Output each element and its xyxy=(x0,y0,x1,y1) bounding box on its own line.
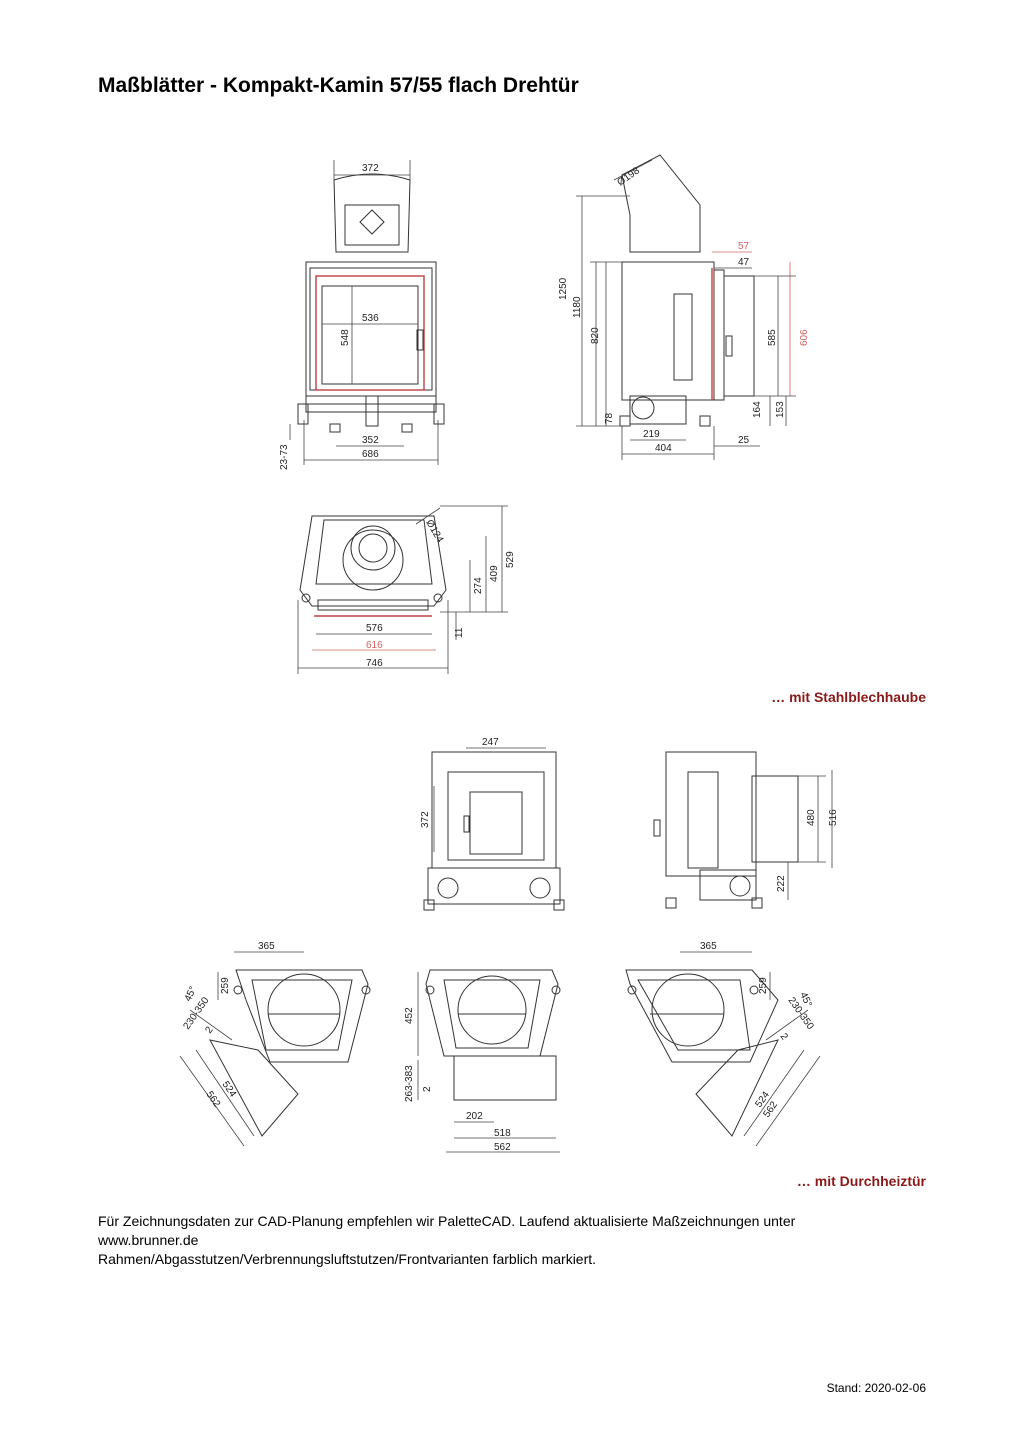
dim-pm-562: 562 xyxy=(494,1142,511,1153)
dim-pm-518: 518 xyxy=(494,1128,511,1139)
dim-front-536: 536 xyxy=(362,313,379,324)
dim-pm-452: 452 xyxy=(404,1007,415,1024)
dim-pr-365: 365 xyxy=(700,941,717,952)
page-title: Maßblätter - Kompakt-Kamin 57/55 flach D… xyxy=(98,74,579,97)
dim-front-23-73: 23-73 xyxy=(279,444,290,470)
dim-side-1180: 1180 xyxy=(572,296,583,318)
dim-side-57: 57 xyxy=(738,241,750,252)
dim-side-47: 47 xyxy=(738,257,750,268)
dim-front-372: 372 xyxy=(362,163,379,174)
caption-steel-hood: … mit Stahlblechhaube xyxy=(771,689,926,705)
dim-top-409: 409 xyxy=(489,565,500,582)
dim-front-686: 686 xyxy=(362,449,379,460)
dim-pr-2: 2 xyxy=(778,1031,790,1042)
top-view-drawing: Ø124 529 409 274 11 576 616 746 xyxy=(297,505,516,674)
dim-td-side-480: 480 xyxy=(806,809,817,826)
dim-top-11: 11 xyxy=(454,627,465,638)
dim-top-616: 616 xyxy=(366,640,383,651)
dim-top-529: 529 xyxy=(505,551,516,568)
dim-top-576: 576 xyxy=(366,623,383,634)
plan-right-drawing: 365 259 45° 230-350 2 524 562 xyxy=(625,941,821,1147)
dim-side-404: 404 xyxy=(655,443,672,454)
front-view-drawing: 372 536 548 352 686 23-73 xyxy=(279,160,445,470)
dim-side-219: 219 xyxy=(643,429,660,440)
side-view-drawing: Ø198 1250 1180 820 78 585 606 164 153 57 xyxy=(558,154,810,460)
dim-td-front-372: 372 xyxy=(420,811,431,828)
dim-pm-2: 2 xyxy=(422,1086,433,1092)
dim-top-274: 274 xyxy=(473,577,484,594)
dim-side-585: 585 xyxy=(767,329,778,346)
dim-td-side-516: 516 xyxy=(828,809,839,826)
dim-side-198: Ø198 xyxy=(615,165,642,188)
through-door-side-drawing: 480 516 222 xyxy=(653,751,839,909)
dim-pl-259: 259 xyxy=(220,977,231,994)
dim-side-25: 25 xyxy=(738,435,750,446)
dim-side-164: 164 xyxy=(752,401,763,418)
note-colors: Rahmen/Abgasstutzen/Verbrennungsluftstut… xyxy=(98,1251,597,1267)
dim-pl-2: 2 xyxy=(203,1024,215,1035)
dim-pr-259: 259 xyxy=(758,977,769,994)
dim-pl-365: 365 xyxy=(258,941,275,952)
dim-td-side-222: 222 xyxy=(776,875,787,892)
through-door-front-drawing: 247 372 xyxy=(420,737,565,911)
dim-pm-263-383: 263-383 xyxy=(404,1065,415,1102)
dim-pl-45: 45° xyxy=(183,985,199,1003)
dim-front-548: 548 xyxy=(340,329,351,346)
note-cad: Für Zeichnungsdaten zur CAD-Planung empf… xyxy=(98,1213,796,1229)
plan-middle-drawing: 452 263-383 2 202 518 562 xyxy=(404,969,561,1153)
dim-pl-524: 524 xyxy=(220,1079,239,1099)
notes: Für Zeichnungsdaten zur CAD-Planung empf… xyxy=(98,1212,795,1269)
dim-front-352: 352 xyxy=(362,435,379,446)
caption-through-door: … mit Durchheiztür xyxy=(796,1173,926,1189)
dim-side-606: 606 xyxy=(799,329,810,346)
stand-date: Stand: 2020-02-06 xyxy=(826,1381,926,1395)
dim-side-820: 820 xyxy=(590,327,601,344)
dim-td-front-247: 247 xyxy=(482,737,499,748)
dim-pm-202: 202 xyxy=(466,1111,483,1122)
dim-side-153: 153 xyxy=(775,401,786,418)
plan-left-drawing: 365 259 45° 230-350 2 524 562 xyxy=(179,941,371,1147)
note-url: www.brunner.de xyxy=(98,1232,199,1248)
dim-side-78: 78 xyxy=(604,412,615,424)
dim-top-746: 746 xyxy=(366,658,383,669)
dim-side-1250: 1250 xyxy=(558,277,569,300)
